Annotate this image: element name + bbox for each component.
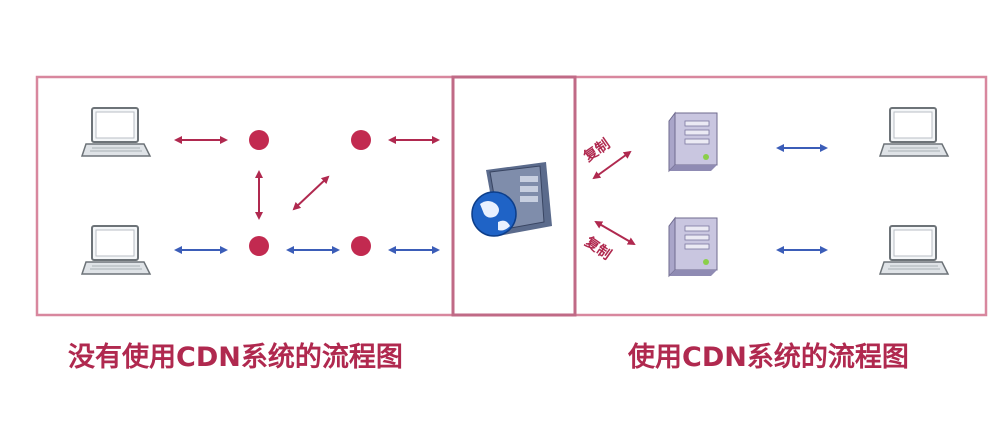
- copy-label-bottom: 复制: [581, 233, 615, 264]
- server-tower-icon: [668, 217, 718, 277]
- network-node-dot: [351, 236, 371, 256]
- network-node-dot: [249, 236, 269, 256]
- globe-server-icon: [471, 162, 552, 237]
- laptop-icon: [81, 225, 151, 275]
- link-arrow: [292, 175, 330, 211]
- origin-frame: [451, 75, 577, 317]
- network-node-dot: [351, 130, 371, 150]
- laptop-icon: [879, 225, 949, 275]
- network-node-dot: [249, 130, 269, 150]
- replication-arrow: [594, 220, 636, 246]
- copy-label-top: 复制: [580, 135, 614, 166]
- laptop-icon: [81, 107, 151, 157]
- laptop-icon: [879, 107, 949, 157]
- caption-with-cdn: 使用CDN系统的流程图: [628, 342, 909, 373]
- caption-without-cdn: 没有使用CDN系统的流程图: [68, 342, 403, 373]
- replication-arrow: [592, 150, 632, 180]
- server-tower-icon: [668, 112, 718, 172]
